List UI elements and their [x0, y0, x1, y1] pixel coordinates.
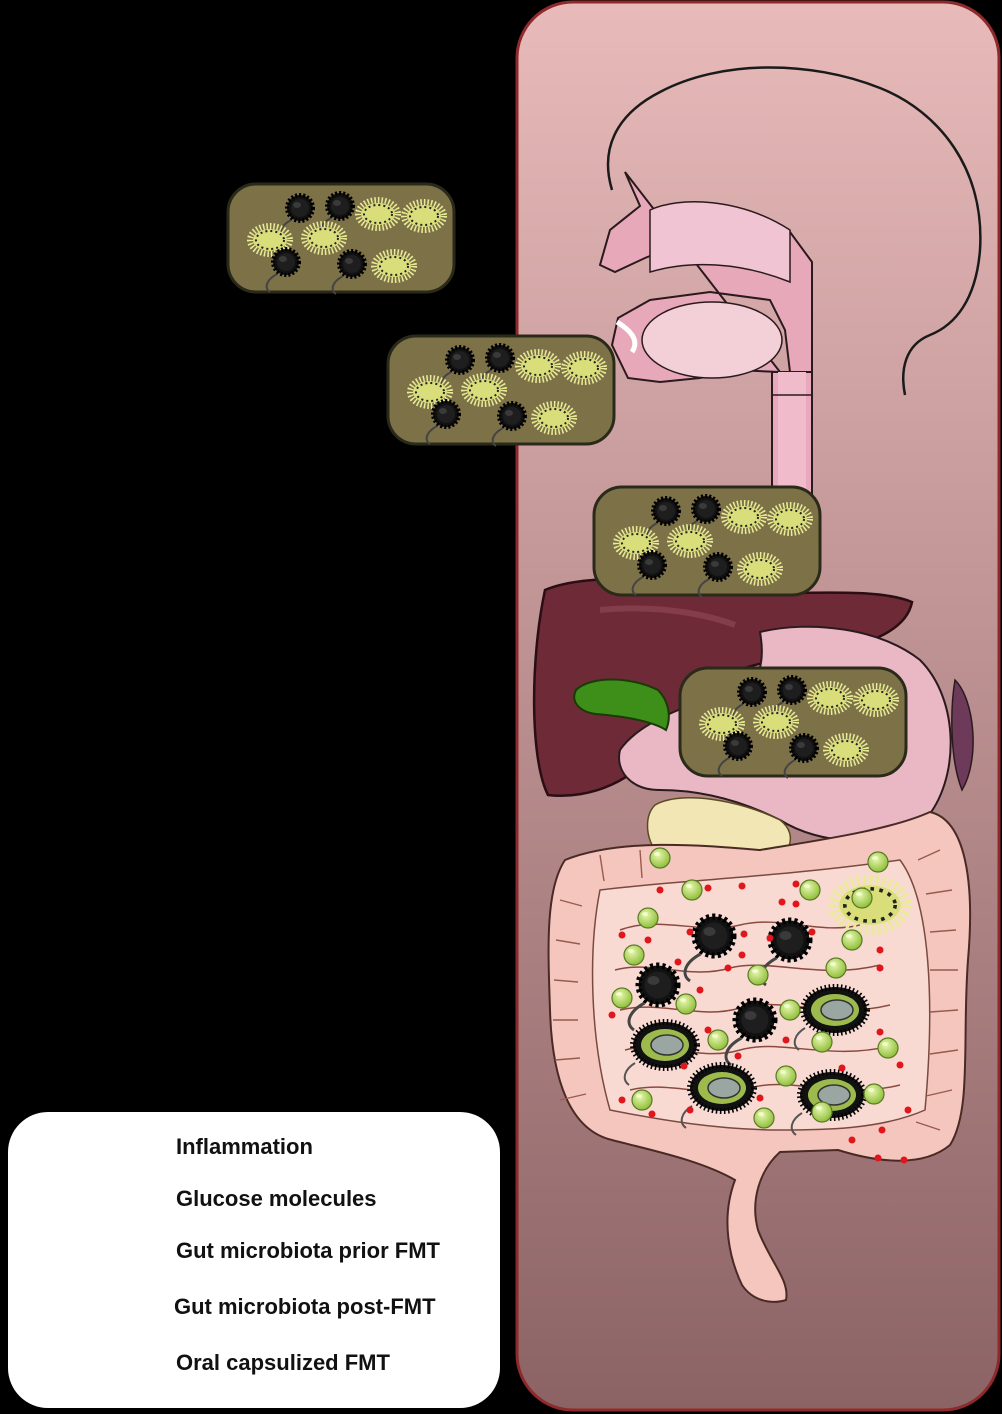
legend-label-oral-capsule: Oral capsulized FMT — [176, 1350, 390, 1376]
legend-label-microbiota-post: Gut microbiota post-FMT — [174, 1294, 436, 1320]
fmt-capsule-1 — [228, 184, 454, 294]
legend-label-microbiota-prior: Gut microbiota prior FMT — [176, 1238, 440, 1264]
fmt-capsule-4 — [680, 668, 906, 778]
legend-label-glucose: Glucose molecules — [176, 1186, 377, 1212]
fmt-capsule-2 — [388, 336, 614, 446]
fmt-capsule-3 — [594, 487, 820, 597]
legend-label-inflammation: Inflammation — [176, 1134, 313, 1160]
